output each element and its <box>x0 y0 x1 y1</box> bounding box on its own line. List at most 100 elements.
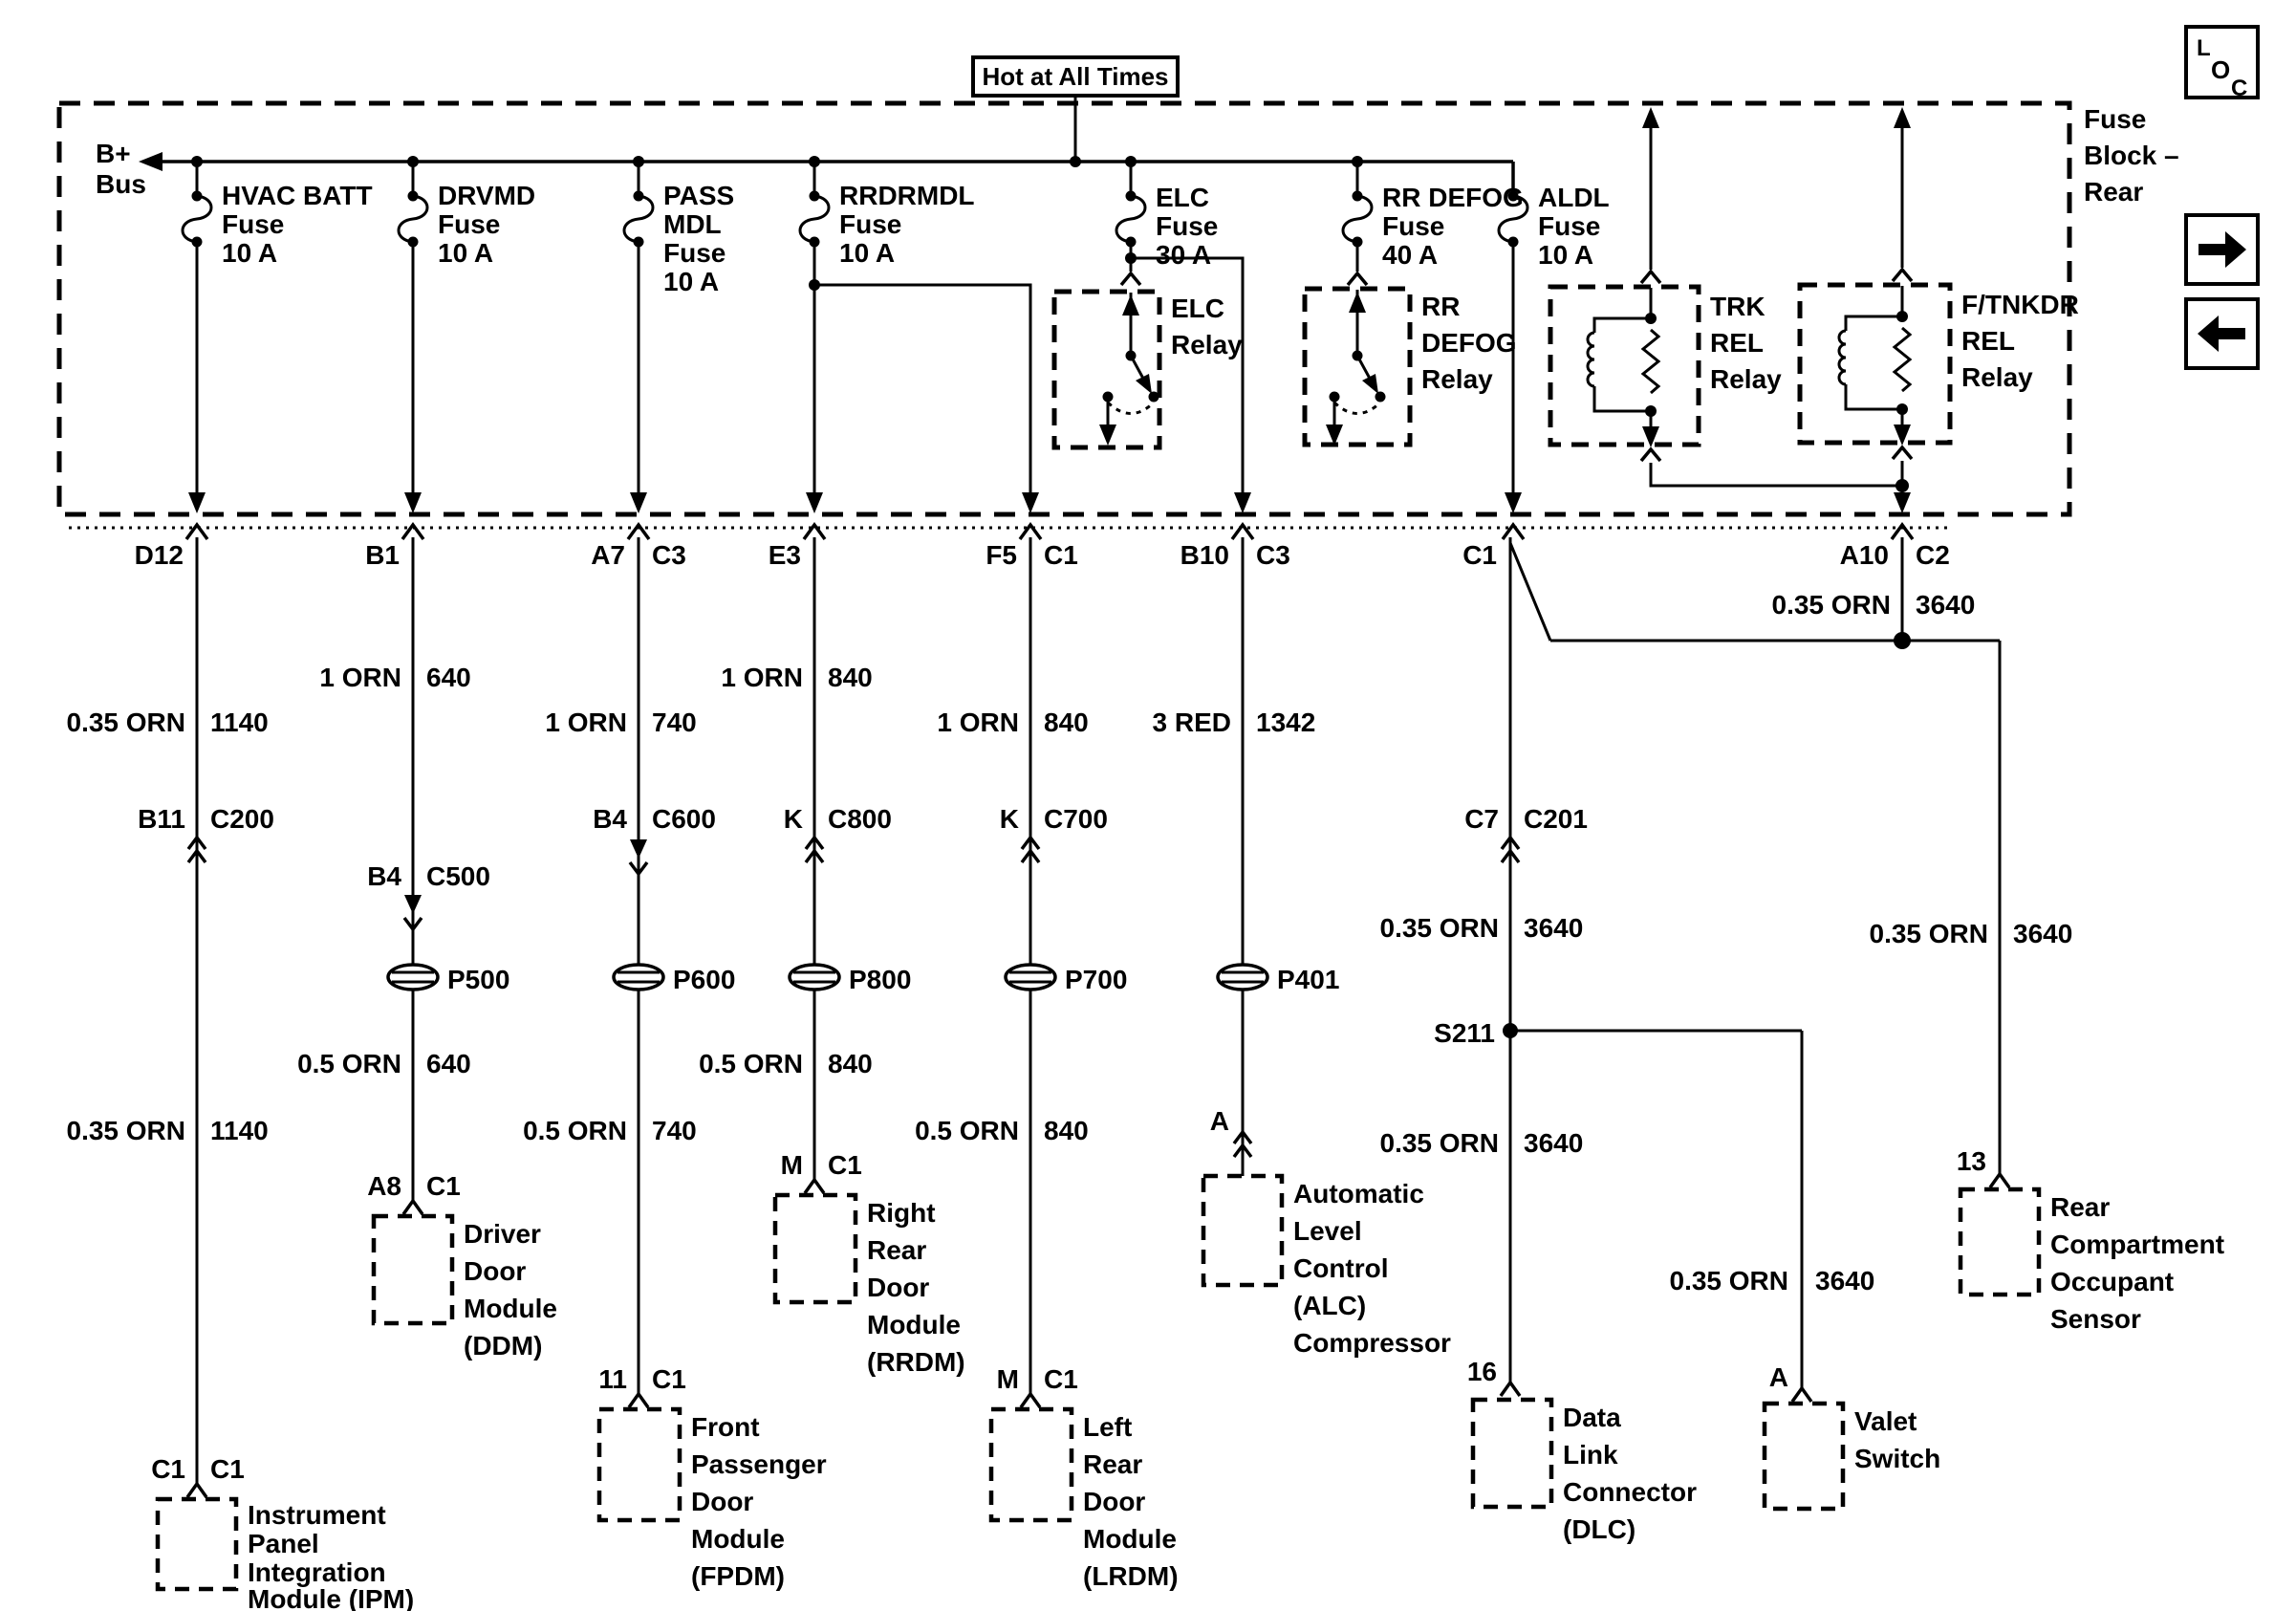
wire-dlc-upper-color: 0.35 ORN <box>1380 913 1500 943</box>
fuse-rr-defog <box>1341 162 1374 248</box>
pin-e3: E3 <box>769 540 801 570</box>
wire-a10-color: 0.35 ORN <box>1772 590 1892 620</box>
inline-b4-c600: B4 <box>593 804 627 834</box>
wire-b1-lower-color: 0.5 ORN <box>297 1049 401 1078</box>
wire-d12-lower-circuit: 1140 <box>210 1116 269 1145</box>
module-rrdm-line5: (RRDM) <box>867 1347 965 1377</box>
fuse-pass-mdl-rating: 10 A <box>663 267 719 296</box>
inline-k-c700: K <box>1000 804 1019 834</box>
fuse-output-wires <box>195 242 1515 495</box>
pin-b10: B10 <box>1180 540 1229 570</box>
wire-b10-circuit: 1342 <box>1256 708 1315 737</box>
fuse-hvac-batt-label: HVAC BATT <box>222 181 373 210</box>
module-sensor-line2: Compartment <box>2050 1230 2224 1259</box>
module-valet-line2: Switch <box>1854 1444 1940 1473</box>
inline-b11: B11 <box>138 804 185 834</box>
grommet-p401-label: P401 <box>1277 965 1339 994</box>
wire-e3-lower-color: 0.5 ORN <box>699 1049 803 1078</box>
inline-c600: C600 <box>652 804 716 834</box>
module-rrdm-line3: Door <box>867 1273 929 1302</box>
module-dlc-line2: Link <box>1563 1440 1618 1469</box>
module-rrdm-box <box>772 1176 858 1305</box>
labels: Hot at All Times B+ Bus Fuse Block – Rea… <box>67 62 2225 1611</box>
fuse-elc-label: ELC <box>1156 183 1209 212</box>
ftnkdr-relay-label: F/TNKDR <box>1961 290 2079 319</box>
module-rrdm-line4: Module <box>867 1310 961 1339</box>
fuse-aldl-label2: Fuse <box>1538 211 1600 241</box>
inline-c7: C7 <box>1464 804 1499 834</box>
next-page-arrow-icon[interactable] <box>2184 213 2260 286</box>
grommet-p500-label: P500 <box>447 965 509 994</box>
module-ddm-line1: Driver <box>464 1219 541 1249</box>
module-alc-line3: Control <box>1293 1253 1389 1283</box>
wire-a10-circuit: 3640 <box>1916 590 1975 620</box>
wire-valet-circuit: 3640 <box>1815 1266 1874 1295</box>
fuse-block-outline <box>56 100 2072 530</box>
connector-c201-up-icon <box>1500 835 1521 864</box>
fuse-drvmd-label2: Fuse <box>438 209 500 239</box>
inline-c500: C500 <box>426 861 490 891</box>
fuse-elc <box>1115 162 1147 248</box>
pin-c3: C3 <box>652 540 686 570</box>
pin-fpdm-left: 11 <box>598 1364 627 1394</box>
module-alc-line4: (ALC) <box>1293 1291 1366 1320</box>
fuse-elc-rating: 30 A <box>1156 240 1211 270</box>
fuse-elc-label2: Fuse <box>1156 211 1218 241</box>
wire-dlc-upper-circuit: 3640 <box>1524 913 1583 943</box>
wire-dlc-lower-circuit: 3640 <box>1524 1128 1583 1158</box>
module-ddm-line3: Module <box>464 1294 557 1323</box>
connector-c600-down-icon <box>628 839 649 877</box>
ftnkdr-rel-relay <box>1797 107 1953 495</box>
grommet-p500 <box>386 963 440 991</box>
module-fpdm-box <box>596 1390 682 1523</box>
bus-label-bplus: B+ <box>96 139 131 168</box>
module-dlc-line3: Connector <box>1563 1477 1697 1507</box>
grommet-p600 <box>612 963 665 991</box>
wire-b1-lower-circuit: 640 <box>426 1049 471 1078</box>
module-dlc-box <box>1470 1379 1554 1510</box>
prev-page-arrow-icon[interactable] <box>2184 297 2260 370</box>
elc-relay <box>1051 271 1162 450</box>
connector-alc-a-up-icon <box>1232 1129 1253 1159</box>
inline-c800: C800 <box>828 804 892 834</box>
connector-c700-up-icon <box>1020 835 1041 864</box>
module-sensor-line3: Occupant <box>2050 1267 2174 1296</box>
wire-sensor-color: 0.35 ORN <box>1870 919 1989 948</box>
ftnkdr-relay-label2: REL <box>1961 326 2015 356</box>
splice-s211-label: S211 <box>1434 1018 1495 1048</box>
grommet-p800-label: P800 <box>849 965 911 994</box>
ftnkdr-relay-label3: Relay <box>1961 362 2033 392</box>
pin-rrdm-left: M <box>781 1150 803 1180</box>
wire-b1-color: 1 ORN <box>319 663 401 692</box>
module-lrdm-box <box>988 1390 1074 1523</box>
module-rrdm-line2: Rear <box>867 1235 926 1265</box>
pin-rrdm-right: C1 <box>828 1150 862 1180</box>
grommet-symbols <box>386 963 1269 991</box>
loc-icon[interactable]: L O C <box>2184 25 2260 101</box>
module-valet-line1: Valet <box>1854 1406 1917 1436</box>
fuse-drvmd-rating: 10 A <box>438 238 493 268</box>
rr-defog-relay-label3: Relay <box>1421 364 1493 394</box>
module-ipm-box <box>155 1480 239 1592</box>
wire-f5-lower-circuit: 840 <box>1044 1116 1089 1145</box>
module-fpdm-line1: Front <box>691 1412 760 1442</box>
wire-dlc-lower-color: 0.35 ORN <box>1380 1128 1500 1158</box>
connector-c200-up-icon <box>186 835 207 864</box>
fuse-rrdrmdl <box>798 162 831 248</box>
grommet-p401 <box>1216 963 1269 991</box>
pin-ddm-right: C1 <box>426 1171 461 1201</box>
fuse-rr-defog-label: RR DEFOG <box>1382 183 1524 212</box>
wire-b10-color: 3 RED <box>1153 708 1231 737</box>
module-lrdm-line2: Rear <box>1083 1449 1142 1479</box>
grommet-p700 <box>1004 963 1057 991</box>
pin-b1: B1 <box>365 540 400 570</box>
pin-c1-aldl: C1 <box>1462 540 1497 570</box>
inline-b4-c500: B4 <box>367 861 401 891</box>
inline-c200: C200 <box>210 804 274 834</box>
pin-d12: D12 <box>135 540 184 570</box>
fuse-rrdrmdl-label2: Fuse <box>839 209 901 239</box>
module-alc-box <box>1201 1173 1285 1288</box>
inline-c201: C201 <box>1524 804 1588 834</box>
